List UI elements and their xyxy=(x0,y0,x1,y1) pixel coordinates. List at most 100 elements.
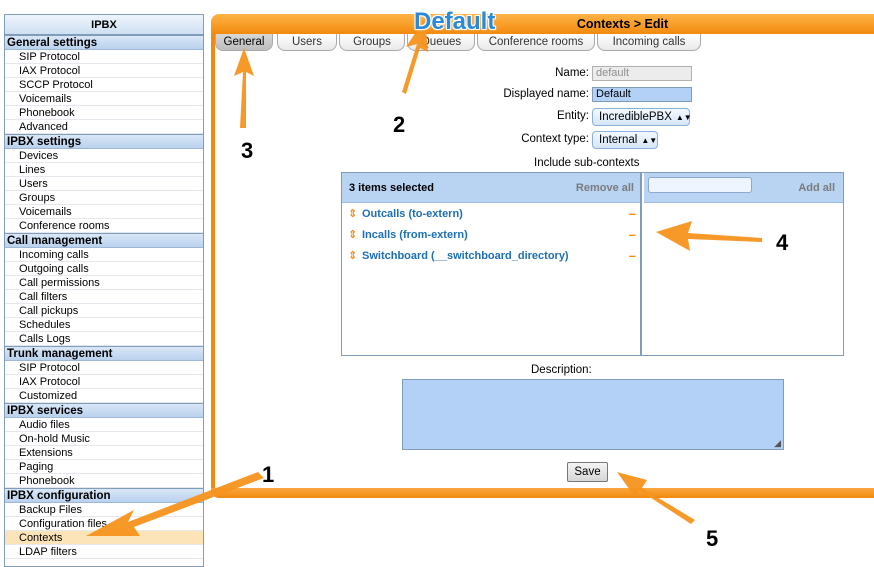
context-item-name: Incalls (from-extern) xyxy=(362,229,468,241)
description-textarea[interactable]: ◢ xyxy=(402,379,784,450)
remove-icon[interactable]: – xyxy=(628,206,636,221)
footer-bar xyxy=(211,488,874,498)
sidebar-section-ipbx-services: IPBX services Audio files On-hold Music … xyxy=(5,403,203,488)
sidebar-item-phonebook-services[interactable]: Phonebook xyxy=(5,474,203,488)
sidebar-item-call-permissions[interactable]: Call permissions xyxy=(5,276,203,290)
sidebar-item-trunk-sip-protocol[interactable]: SIP Protocol xyxy=(5,361,203,375)
sidebar-item-sip-protocol[interactable]: SIP Protocol xyxy=(5,50,203,64)
list-item[interactable]: ⇕ Incalls (from-extern) – xyxy=(342,227,640,245)
tab-general[interactable]: General xyxy=(215,34,273,51)
context-name-callout: Default xyxy=(414,8,496,35)
sidebar-item-voicemails[interactable]: Voicemails xyxy=(5,205,203,219)
sidebar-item-incoming-calls[interactable]: Incoming calls xyxy=(5,248,203,262)
step-number-1: 1 xyxy=(262,462,275,487)
resize-grip-icon[interactable]: ◢ xyxy=(774,438,781,448)
drag-handle-icon[interactable]: ⇕ xyxy=(348,208,358,220)
sidebar-item-groups[interactable]: Groups xyxy=(5,191,203,205)
context-item-name: Switchboard (__switchboard_directory) xyxy=(362,250,569,262)
tab-users[interactable]: Users xyxy=(277,34,337,51)
entity-select[interactable]: IncrediblePBX▲▼ xyxy=(592,108,692,126)
context-item-name: Outcalls (to-extern) xyxy=(362,208,463,220)
sidebar-item-users[interactable]: Users xyxy=(5,177,203,191)
include-subcontexts-label: Include sub-contexts xyxy=(534,157,640,169)
step-number-4: 4 xyxy=(776,230,789,255)
sidebar-section-heading: General settings xyxy=(5,35,203,50)
remove-all-link[interactable]: Remove all xyxy=(575,182,634,194)
context-type-label: Context type: xyxy=(521,133,589,145)
sidebar-item-call-filters[interactable]: Call filters xyxy=(5,290,203,304)
sidebar-item-trunk-iax-protocol[interactable]: IAX Protocol xyxy=(5,375,203,389)
sidebar-item-customized[interactable]: Customized xyxy=(5,389,203,403)
sidebar-item-iax-protocol[interactable]: IAX Protocol xyxy=(5,64,203,78)
step-number-5: 5 xyxy=(706,526,719,551)
panel-left-border xyxy=(211,34,215,494)
sidebar-item-calls-logs[interactable]: Calls Logs xyxy=(5,332,203,346)
sidebar-item-contexts[interactable]: Contexts xyxy=(5,531,203,545)
tab-conference-rooms[interactable]: Conference rooms xyxy=(477,34,595,51)
entity-label: Entity: xyxy=(557,110,589,122)
step-number-2: 2 xyxy=(393,112,406,137)
sidebar-section-ipbx-configuration: IPBX configuration Backup Files Configur… xyxy=(5,488,203,559)
displayed-name-label: Displayed name: xyxy=(503,88,589,100)
remove-icon[interactable]: – xyxy=(628,227,636,242)
sidebar-section-heading: Call management xyxy=(5,233,203,248)
add-all-link[interactable]: Add all xyxy=(798,182,835,194)
tab-bar: General Users Groups Queues Conference r… xyxy=(211,34,874,52)
sidebar-item-backup-files[interactable]: Backup Files xyxy=(5,503,203,517)
sidebar-menu: IPBX General settings SIP Protocol IAX P… xyxy=(4,14,204,567)
sidebar-section-ipbx-settings: IPBX settings Devices Lines Users Groups… xyxy=(5,134,203,233)
sidebar-item-sccp-protocol[interactable]: SCCP Protocol xyxy=(5,78,203,92)
sidebar-title: IPBX xyxy=(5,15,203,35)
page-title: Contexts > Edit xyxy=(576,17,669,31)
sidebar-section-heading: Trunk management xyxy=(5,346,203,361)
name-label: Name: xyxy=(555,67,589,79)
selected-header: 3 items selected Remove all xyxy=(342,173,640,203)
sidebar-section-call-management: Call management Incoming calls Outgoing … xyxy=(5,233,203,346)
sidebar-item-paging[interactable]: Paging xyxy=(5,460,203,474)
sidebar-item-voicemails[interactable]: Voicemails xyxy=(5,92,203,106)
remove-icon[interactable]: – xyxy=(628,248,636,263)
sidebar-section-heading: IPBX settings xyxy=(5,134,203,149)
context-type-select-value: Internal xyxy=(599,134,638,146)
sidebar-section-heading: IPBX services xyxy=(5,403,203,418)
search-input[interactable] xyxy=(648,177,752,193)
context-type-select[interactable]: Internal▲▼ xyxy=(592,131,658,149)
sidebar-section-general-settings: General settings SIP Protocol IAX Protoc… xyxy=(5,35,203,134)
selected-count: 3 items selected xyxy=(349,182,434,194)
tab-incoming-calls[interactable]: Incoming calls xyxy=(597,34,701,51)
sidebar-item-outgoing-calls[interactable]: Outgoing calls xyxy=(5,262,203,276)
sidebar-item-ldap-filters[interactable]: LDAP filters xyxy=(5,545,203,559)
header-bar: Contexts > Edit xyxy=(211,14,874,34)
available-header: Add all xyxy=(644,173,843,203)
main-panel: Contexts > Edit General Users Groups Que… xyxy=(211,14,874,499)
list-item[interactable]: ⇕ Switchboard (__switchboard_directory) … xyxy=(342,248,640,266)
available-column: Add all xyxy=(644,173,843,355)
sidebar-item-devices[interactable]: Devices xyxy=(5,149,203,163)
sidebar-item-phonebook[interactable]: Phonebook xyxy=(5,106,203,120)
drag-handle-icon[interactable]: ⇕ xyxy=(348,229,358,241)
displayed-name-field[interactable]: Default xyxy=(592,87,692,102)
subcontexts-widget: 3 items selected Remove all ⇕ Outcalls (… xyxy=(341,172,844,356)
save-button[interactable]: Save xyxy=(567,462,608,482)
name-field: default xyxy=(592,66,692,81)
sidebar-item-audio-files[interactable]: Audio files xyxy=(5,418,203,432)
sidebar-item-lines[interactable]: Lines xyxy=(5,163,203,177)
sidebar-item-conference-rooms[interactable]: Conference rooms xyxy=(5,219,203,233)
description-label: Description: xyxy=(531,364,592,376)
sidebar-item-advanced[interactable]: Advanced xyxy=(5,120,203,134)
drag-handle-icon[interactable]: ⇕ xyxy=(348,250,358,262)
sidebar-item-extensions[interactable]: Extensions xyxy=(5,446,203,460)
sidebar-section-trunk-management: Trunk management SIP Protocol IAX Protoc… xyxy=(5,346,203,403)
sidebar-item-schedules[interactable]: Schedules xyxy=(5,318,203,332)
updown-arrow-icon: ▲▼ xyxy=(641,136,658,145)
sidebar-item-configuration-files[interactable]: Configuration files xyxy=(5,517,203,531)
selected-column: 3 items selected Remove all ⇕ Outcalls (… xyxy=(342,173,642,355)
sidebar-section-heading: IPBX configuration xyxy=(5,488,203,503)
tab-queues[interactable]: Queues xyxy=(407,34,475,51)
tab-groups[interactable]: Groups xyxy=(339,34,405,51)
updown-arrow-icon: ▲▼ xyxy=(675,113,692,122)
sidebar-item-on-hold-music[interactable]: On-hold Music xyxy=(5,432,203,446)
list-item[interactable]: ⇕ Outcalls (to-extern) – xyxy=(342,206,640,224)
step-number-3: 3 xyxy=(241,138,254,163)
sidebar-item-call-pickups[interactable]: Call pickups xyxy=(5,304,203,318)
